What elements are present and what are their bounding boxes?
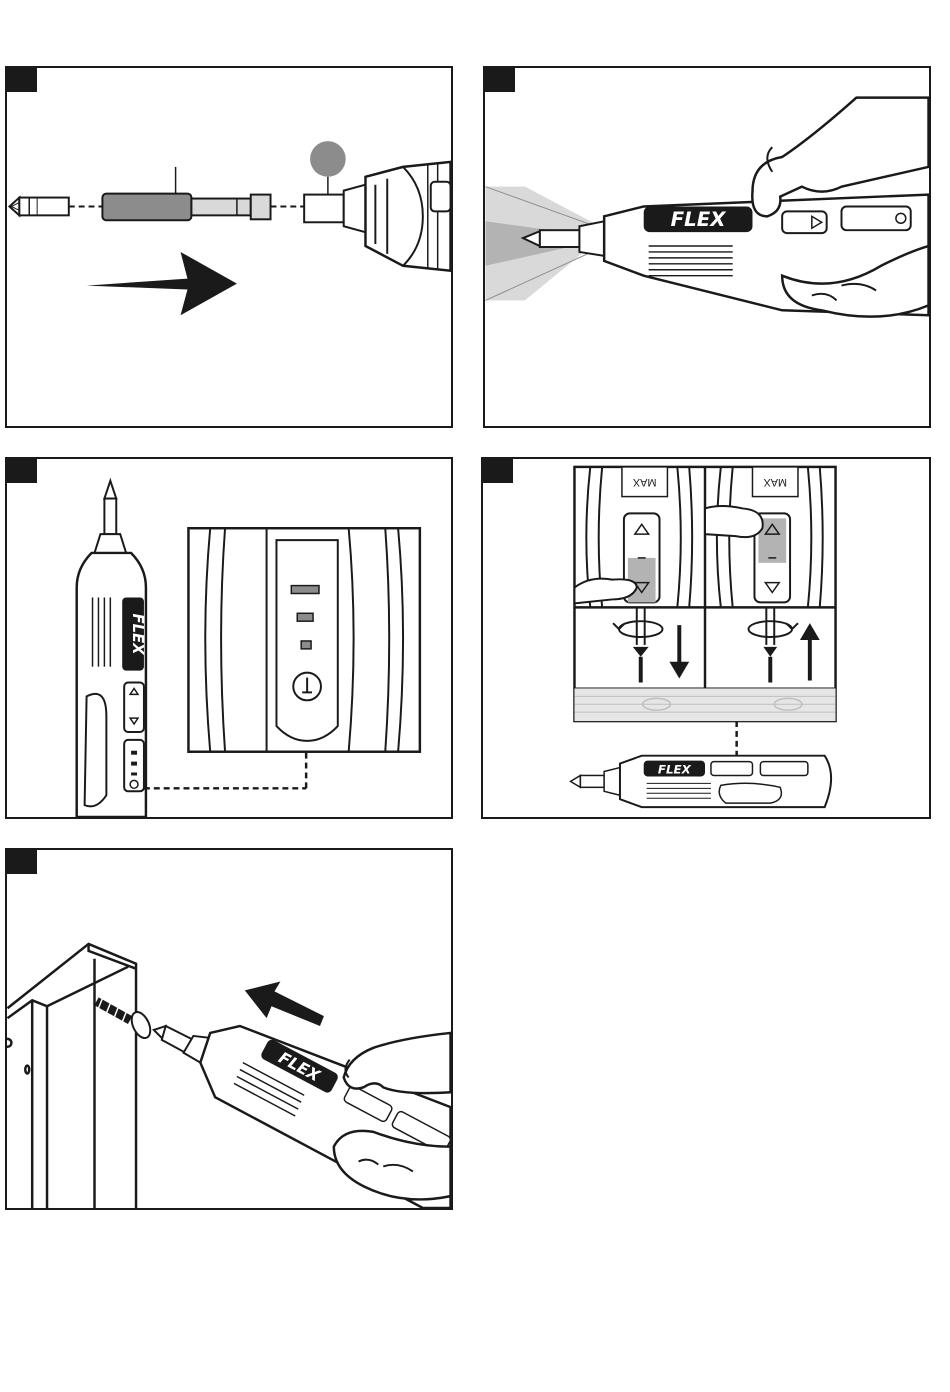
battery-level-icon	[188, 528, 419, 752]
panel-screw-driving: FLEX	[5, 848, 453, 1210]
panel-led-light: FLEX	[483, 66, 931, 428]
brand-logo: FLEX	[671, 208, 728, 231]
brand-logo: FLEX	[658, 762, 692, 776]
screw-icon	[96, 998, 154, 1041]
bit-holder-icon	[102, 167, 270, 220]
drill-chuck-icon	[304, 162, 450, 271]
brand-logo: FLEX	[129, 613, 146, 656]
panel-battery-indicator: FLEX	[5, 457, 453, 819]
finger-icon	[705, 506, 763, 537]
cabinet-icon	[7, 944, 136, 1208]
max-label-right: MAX	[763, 476, 787, 488]
bit-icon	[9, 198, 68, 216]
led-light-illustration: FLEX	[485, 68, 929, 426]
panel-direction-switch: MAX MAX	[481, 457, 931, 819]
bit-install-illustration	[7, 68, 451, 426]
battery-indicator-illustration: FLEX	[7, 459, 451, 817]
wood-board	[574, 688, 835, 721]
screwdriver-icon: FLEX	[571, 756, 832, 807]
screw-driving-illustration: FLEX	[7, 850, 451, 1208]
panel-bit-install	[5, 66, 453, 428]
direction-switch-illustration: MAX MAX	[483, 459, 929, 817]
direction-arrow-icon	[87, 252, 237, 315]
direction-arrow-icon	[245, 982, 324, 1027]
max-label-left: MAX	[632, 476, 656, 488]
screwdriver-icon: FLEX	[77, 481, 146, 817]
